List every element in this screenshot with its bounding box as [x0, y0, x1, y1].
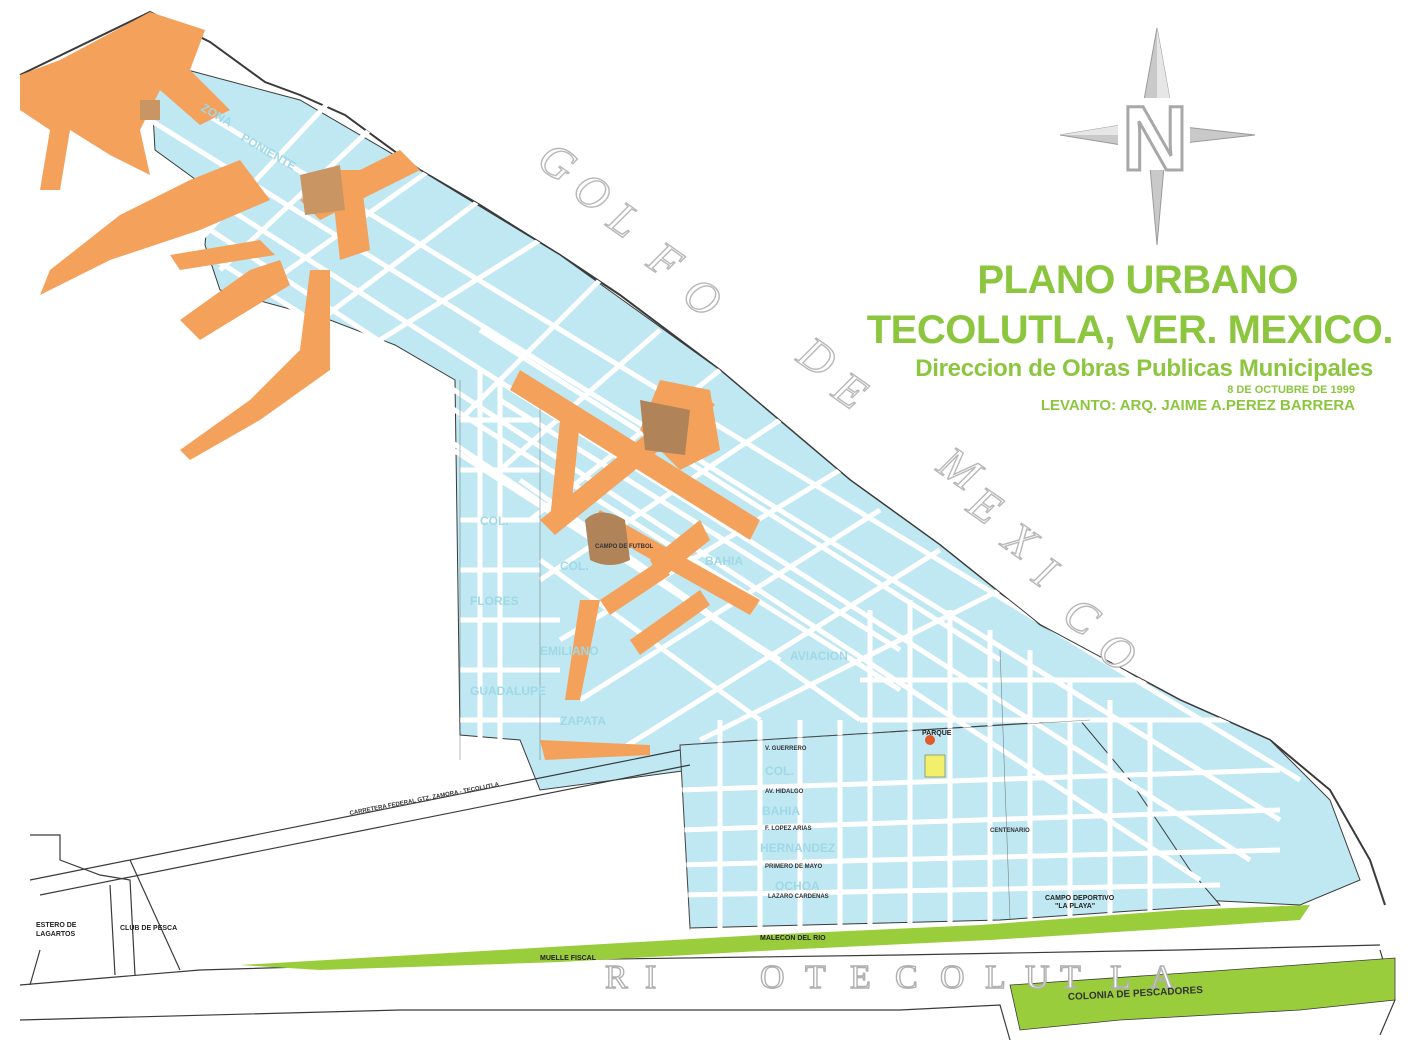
label-hidalgo: AV. HIDALGO — [765, 789, 804, 795]
label-centenario: CENTENARIO — [990, 828, 1030, 834]
road-estero — [30, 834, 136, 976]
label-campo-playa: CAMPO DEPORTIVO — [1045, 895, 1115, 902]
north-arrow-icon: N — [1059, 27, 1256, 246]
label-guerrero: V. GUERRERO — [765, 746, 807, 752]
colonia-col-3: COL. — [560, 559, 589, 573]
title-block: PLANO URBANO TECOLUTLA, VER. MEXICO. Dir… — [866, 255, 1394, 415]
colonia-aviacion: AVIACION — [790, 649, 848, 663]
label-malecon: MALECON DEL RIO — [760, 935, 826, 942]
colonia-zapata: ZAPATA — [560, 714, 606, 728]
river-letter: O — [760, 959, 787, 996]
green-pescadores — [1009, 957, 1396, 1031]
river-letter: O — [940, 959, 967, 996]
colonia-emiliano: EMILIANO — [540, 644, 599, 658]
label-primero: PRIMERO DE MAYO — [765, 864, 822, 870]
block-outlines — [459, 380, 1091, 931]
colonia-flores: FLORES — [470, 594, 519, 608]
orange-zone-river-1 — [40, 160, 270, 295]
title-subtitle: Direccion de Obras Publicas Municipales — [915, 355, 1373, 382]
river-bank-north — [19, 944, 1381, 986]
colonia-col-1: COL. — [765, 764, 794, 778]
label-muelle: MUELLE FISCAL — [540, 955, 597, 962]
colonia-bahia-2: BAHIA — [705, 554, 743, 568]
title-author: LEVANTO: ARQ. JAIME A.PEREZ BARRERA — [1040, 397, 1355, 414]
gulf-letter: X — [993, 510, 1048, 570]
label-lazaro: LAZARO CARDENAS — [768, 894, 829, 900]
orange-zone-river-4 — [180, 270, 330, 460]
roads — [19, 749, 1396, 1041]
brown-zone-campo — [585, 512, 630, 565]
yellow-block — [924, 754, 946, 778]
label-campo-playa-2: "LA PLAYA" — [1055, 903, 1095, 910]
gulf-letter: D — [788, 326, 845, 387]
river-letter: L — [1110, 959, 1133, 996]
colonia-hernandez: HERNANDEZ — [760, 841, 835, 855]
label-estero-2: LAGARTOS — [36, 931, 75, 938]
colonia-ochoa: OCHOA — [775, 879, 820, 893]
title-line-1: PLANO URBANO — [977, 258, 1298, 302]
compass-letter: N — [1122, 88, 1188, 190]
gulf-letter: F — [638, 231, 692, 290]
label-campo-futbol: CAMPO DE FUTBOL — [595, 544, 654, 550]
river-letter: I — [645, 959, 658, 996]
colonia-col-2: COL. — [480, 514, 509, 528]
river-letter: L — [985, 959, 1008, 996]
brown-zone-plaza — [640, 400, 690, 455]
river-letter: U — [1025, 959, 1052, 996]
river-letter: T — [805, 959, 828, 996]
green-riverbank — [240, 905, 1310, 970]
orange-zones — [20, 12, 760, 760]
highway-road — [29, 749, 691, 896]
orange-zone-river-2 — [170, 240, 275, 270]
orange-zone-north — [20, 12, 230, 190]
parque-marker — [925, 735, 935, 745]
orange-zone-river-3 — [180, 260, 290, 340]
label-highway: CARRETERA FEDERAL GTZ. ZAMORA - TECOLUTL… — [349, 782, 500, 817]
river-letter: C — [895, 959, 920, 996]
colonia-bahia: BAHIA — [762, 804, 800, 818]
label-estero-1: ESTERO DE — [36, 922, 77, 929]
title-date: 8 DE OCTUBRE DE 1999 — [1227, 384, 1355, 396]
label-parque: PARQUE — [922, 730, 952, 737]
river-letter: E — [850, 959, 873, 996]
gulf-letter: I — [1023, 546, 1068, 599]
colonia-guadalupe: GUADALUPE — [470, 684, 546, 698]
river-letter: T — [1060, 959, 1083, 996]
gulf-letter: O — [674, 266, 730, 327]
river-letter: A — [1150, 959, 1177, 996]
label-lopez: F. LOPEZ ARIAS — [765, 826, 811, 832]
label-club: CLUB DE PESCA — [120, 925, 177, 932]
title-line-2: TECOLUTLA, VER. MEXICO. — [866, 308, 1394, 352]
river-letter: R — [605, 959, 630, 996]
